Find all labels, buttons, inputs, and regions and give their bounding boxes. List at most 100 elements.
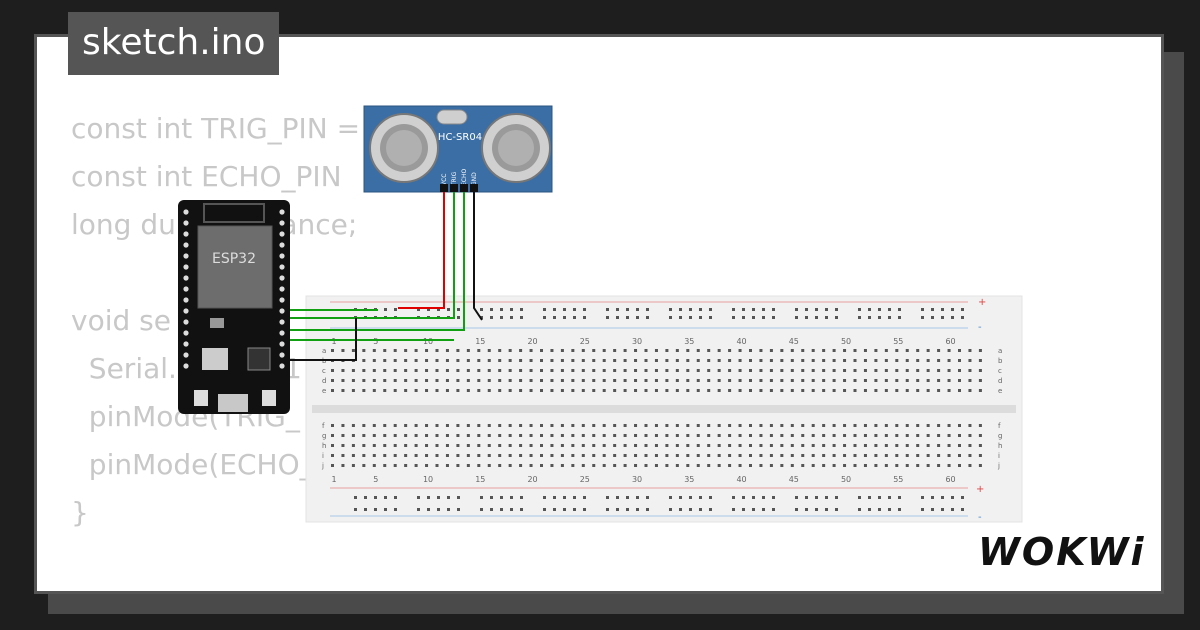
breadboard-hole (435, 359, 439, 362)
breadboard-hole (822, 434, 826, 437)
breadboard-hole (404, 434, 408, 437)
esp32-pin (183, 231, 189, 237)
breadboard-hole (717, 389, 721, 392)
breadboard-hole (445, 454, 449, 457)
breadboard-hole (560, 424, 564, 427)
breadboard-column-number: 55 (893, 475, 903, 484)
esp32-board[interactable]: ESP32 (178, 200, 290, 414)
breadboard-hole (968, 434, 972, 437)
breadboard-hole (868, 496, 871, 499)
breadboard-hole (480, 496, 483, 499)
breadboard-hole (978, 349, 982, 352)
breadboard-hole (500, 316, 503, 319)
breadboard-hole (592, 454, 596, 457)
breadboard-hole (634, 454, 638, 457)
breadboard-hole (853, 369, 857, 372)
breadboard-hole (634, 424, 638, 427)
breadboard-hole (362, 359, 366, 362)
breadboard-hole (623, 349, 627, 352)
breadboard-hole (825, 316, 828, 319)
breadboard-hole (749, 464, 752, 467)
breadboard-hole (822, 454, 826, 457)
breadboard-hole (341, 379, 345, 382)
breadboard-hole (707, 444, 711, 447)
breadboard-hole (686, 369, 690, 372)
breadboard-hole (968, 424, 972, 427)
breadboard-hole (926, 359, 930, 362)
breadboard-hole (571, 454, 575, 457)
breadboard-hole (362, 389, 366, 392)
breadboard-hole (665, 434, 669, 437)
sensor-pin-trig: TRIG (451, 171, 458, 187)
breadboard-hole (654, 444, 658, 447)
breadboard-hole (447, 308, 450, 311)
breadboard-hole (772, 496, 775, 499)
breadboard-hole (592, 379, 596, 382)
breadboard-hole (393, 424, 397, 427)
breadboard-hole (435, 454, 439, 457)
breadboard-hole (843, 454, 847, 457)
breadboard-hole (394, 496, 397, 499)
breadboard-hole (466, 379, 470, 382)
breadboard-hole (947, 359, 951, 362)
breadboard-hole (941, 496, 944, 499)
breadboard-hole (780, 424, 784, 427)
breadboard-hole (456, 464, 460, 467)
breadboard-hole (822, 389, 826, 392)
breadboard-hole (858, 508, 861, 511)
breadboard-hole (351, 454, 355, 457)
breadboard-hole (573, 308, 576, 311)
breadboard-row-letter: e (322, 387, 326, 395)
breadboard-hole (780, 444, 784, 447)
breadboard-column-number: 20 (527, 475, 537, 484)
breadboard-hole (583, 496, 586, 499)
breadboard-hole (571, 349, 575, 352)
breadboard-hole (905, 379, 909, 382)
breadboard-hole (477, 389, 481, 392)
breadboard-hole (843, 464, 847, 467)
breadboard-hole (780, 349, 784, 352)
breadboard-hole (696, 434, 700, 437)
breadboard-hole (383, 464, 387, 467)
breadboard-hole (884, 424, 888, 427)
breadboard-hole (529, 359, 533, 362)
esp32-pin (183, 363, 189, 369)
breadboard-hole (543, 308, 546, 311)
breadboard-hole (811, 359, 815, 362)
breadboard-hole (738, 369, 742, 372)
breadboard-hole (644, 464, 648, 467)
breadboard-hole (456, 434, 460, 437)
breadboard-hole (634, 464, 638, 467)
breadboard-hole (832, 454, 836, 457)
breadboard-hole (707, 424, 711, 427)
breadboard-hole (968, 369, 972, 372)
breadboard-hole (665, 454, 669, 457)
breadboard-hole (759, 389, 763, 392)
breadboard-hole (351, 434, 355, 437)
esp32-pin (279, 319, 285, 325)
hc-sr04-sensor[interactable]: HC-SR04 VCC TRIG ECHO GND (363, 105, 553, 193)
breadboard-hole (815, 496, 818, 499)
breadboard-column-number: 55 (893, 337, 903, 346)
breadboard-hole (487, 434, 491, 437)
breadboard-hole (646, 308, 649, 311)
breadboard-hole (477, 359, 481, 362)
breadboard-hole (456, 379, 460, 382)
breadboard-hole (858, 308, 861, 311)
breadboard-hole (795, 308, 798, 311)
breadboard-hole (341, 369, 345, 372)
breadboard-hole (978, 424, 982, 427)
breadboard-hole (550, 464, 554, 467)
breadboard-hole (480, 308, 483, 311)
breadboard-hole (508, 389, 512, 392)
breadboard-hole (487, 464, 491, 467)
wokwi-logo: WOKWi (978, 530, 1146, 574)
breadboard-hole (895, 369, 899, 372)
breadboard-hole (592, 424, 596, 427)
breadboard-hole (884, 464, 888, 467)
breadboard-hole (372, 369, 376, 372)
breadboard-hole (425, 349, 429, 352)
breadboard-hole (550, 434, 554, 437)
breadboard-hole (374, 496, 377, 499)
